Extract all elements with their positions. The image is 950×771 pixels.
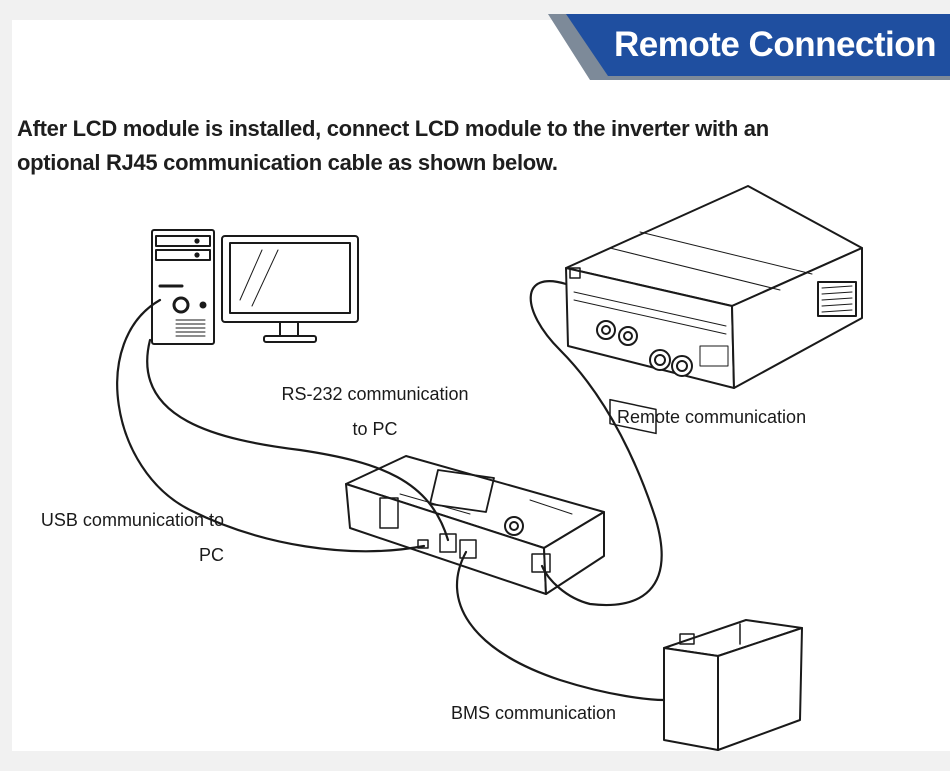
- remote-cable: [529, 280, 663, 607]
- rs232-cable: [146, 338, 450, 542]
- battery-icon: [663, 619, 803, 751]
- bms-cable: [456, 550, 666, 702]
- rs232-label-line-2: to PC: [352, 419, 398, 439]
- page-title: Remote Connection: [613, 25, 937, 64]
- inverter-icon: [565, 185, 863, 435]
- rs232-label-line-1: RS-232 communication: [281, 384, 469, 404]
- banner-background: [566, 14, 950, 76]
- usb-cable: [116, 298, 426, 553]
- bms-label: BMS communication: [451, 703, 617, 723]
- intro-text: After LCD module is installed, connect L…: [17, 112, 857, 180]
- usb-label-line-2: PC: [198, 545, 224, 565]
- pc-tower-icon: [151, 229, 215, 345]
- lcd-module-icon: [345, 455, 605, 595]
- remote-label: Remote communication: [617, 407, 807, 427]
- usb-label-line-1: USB communication to: [40, 510, 224, 530]
- header-banner: [548, 14, 950, 80]
- intro-line-1: After LCD module is installed, connect L…: [17, 116, 769, 141]
- monitor-icon: [221, 235, 359, 343]
- intro-line-2: optional RJ45 communication cable as sho…: [17, 150, 558, 175]
